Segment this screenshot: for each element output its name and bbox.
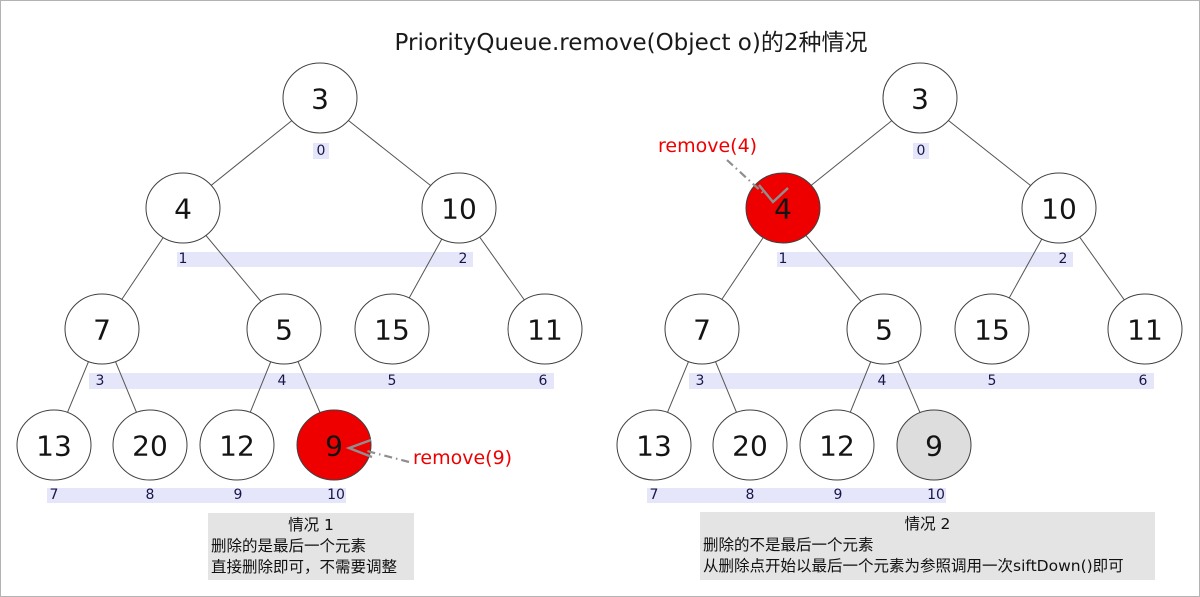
- index-label: 0: [917, 143, 926, 159]
- heap-node: [354, 293, 430, 365]
- heap-node-value: 12: [819, 430, 855, 463]
- case2-caption-box: 情况 2 删除的不是最后一个元素 从删除点开始以最后一个元素为参照调用一次sif…: [700, 512, 1155, 580]
- heap-node-value: 5: [875, 314, 893, 347]
- heap-node-value: 3: [911, 83, 929, 116]
- heap-node-value: 9: [925, 430, 943, 463]
- index-label: 10: [327, 487, 345, 503]
- heap-node-value: 4: [174, 193, 192, 226]
- heap-node-value: 15: [374, 314, 410, 347]
- heap-node-value: 7: [93, 314, 111, 347]
- case2-caption-line: 删除的不是最后一个元素: [703, 536, 874, 554]
- heap-node-value: 13: [36, 430, 72, 463]
- index-label: 8: [146, 487, 155, 503]
- heap-node-highlighted: [296, 409, 372, 481]
- heap-node: [145, 172, 221, 244]
- heap-node: [616, 409, 692, 481]
- heap-node-value: 13: [636, 430, 672, 463]
- heap-node: [16, 409, 92, 481]
- heap-node: [954, 293, 1030, 365]
- index-label: 9: [234, 487, 243, 503]
- heap-node-value: 9: [325, 430, 343, 463]
- diagram-title: PriorityQueue.remove(Object o)的2种情况: [394, 30, 868, 56]
- index-label: 5: [388, 373, 397, 389]
- index-label: 2: [1059, 251, 1068, 267]
- case1-caption-heading: 情况 1: [288, 516, 334, 534]
- index-label: 7: [50, 487, 59, 503]
- index-band: [913, 143, 929, 159]
- case2-remove-annotation: remove(4): [658, 135, 758, 157]
- heap-node: [664, 293, 740, 365]
- index-label: 8: [746, 487, 755, 503]
- remove-arrowhead-icon: [758, 184, 789, 204]
- index-label: 10: [927, 487, 945, 503]
- index-label: 0: [317, 143, 326, 159]
- heap-node: [507, 293, 583, 365]
- heap-node-value: 11: [527, 314, 563, 347]
- heap-node: [1021, 172, 1097, 244]
- case1-remove-annotation: remove(9): [413, 447, 513, 469]
- heap-node: [282, 62, 358, 134]
- index-label: 4: [878, 373, 887, 389]
- index-label: 4: [278, 373, 287, 389]
- case1-caption-line: 删除的是最后一个元素: [211, 537, 367, 555]
- heap-node-value: 4: [774, 193, 792, 226]
- heap-node-value: 3: [311, 83, 329, 116]
- case2-caption-heading: 情况 2: [904, 515, 951, 533]
- heap-node-value: 15: [974, 314, 1010, 347]
- heap-node-value: 20: [132, 430, 168, 463]
- index-label: 1: [179, 251, 188, 267]
- case1-caption-box: 情况 1 删除的是最后一个元素 直接删除即可，不需要调整: [208, 513, 414, 580]
- heap-node: [846, 293, 922, 365]
- remove-arrow-line: [726, 159, 765, 195]
- heap-node-highlighted: [896, 409, 972, 481]
- remove-arrow-line: [366, 449, 410, 464]
- index-band: [177, 252, 473, 267]
- heap-node-value: 10: [441, 193, 477, 226]
- index-band: [647, 488, 946, 503]
- index-band: [777, 252, 1073, 267]
- heap-node-value: 10: [1041, 193, 1077, 226]
- remove-arrowhead-icon: [345, 438, 373, 459]
- heap-node: [1107, 293, 1183, 365]
- heap-node: [246, 293, 322, 365]
- index-label: 5: [988, 373, 997, 389]
- index-label: 3: [96, 373, 105, 389]
- index-label: 7: [650, 487, 659, 503]
- index-label: 2: [459, 251, 468, 267]
- heap-node: [64, 293, 140, 365]
- index-band: [689, 373, 1154, 389]
- heap-node: [712, 409, 788, 481]
- heap-node-value: 20: [732, 430, 768, 463]
- index-band: [47, 488, 346, 503]
- heap-node: [112, 409, 188, 481]
- case1-caption-line: 直接删除即可，不需要调整: [211, 558, 398, 576]
- index-label: 6: [539, 373, 548, 389]
- index-band: [89, 373, 554, 389]
- index-label: 6: [1139, 373, 1148, 389]
- index-band: [313, 143, 329, 159]
- heap-node-value: 5: [275, 314, 293, 347]
- heap-node: [421, 172, 497, 244]
- heap-node-value: 11: [1127, 314, 1163, 347]
- heap-node: [799, 409, 875, 481]
- heap-node-value: 12: [219, 430, 255, 463]
- index-label: 3: [696, 373, 705, 389]
- heap-node: [199, 409, 275, 481]
- heap-node: [882, 62, 958, 134]
- heap-node-value: 7: [693, 314, 711, 347]
- index-label: 1: [779, 251, 788, 267]
- index-label: 9: [834, 487, 843, 503]
- case2-caption-line: 从删除点开始以最后一个元素为参照调用一次siftDown()即可: [703, 557, 1124, 575]
